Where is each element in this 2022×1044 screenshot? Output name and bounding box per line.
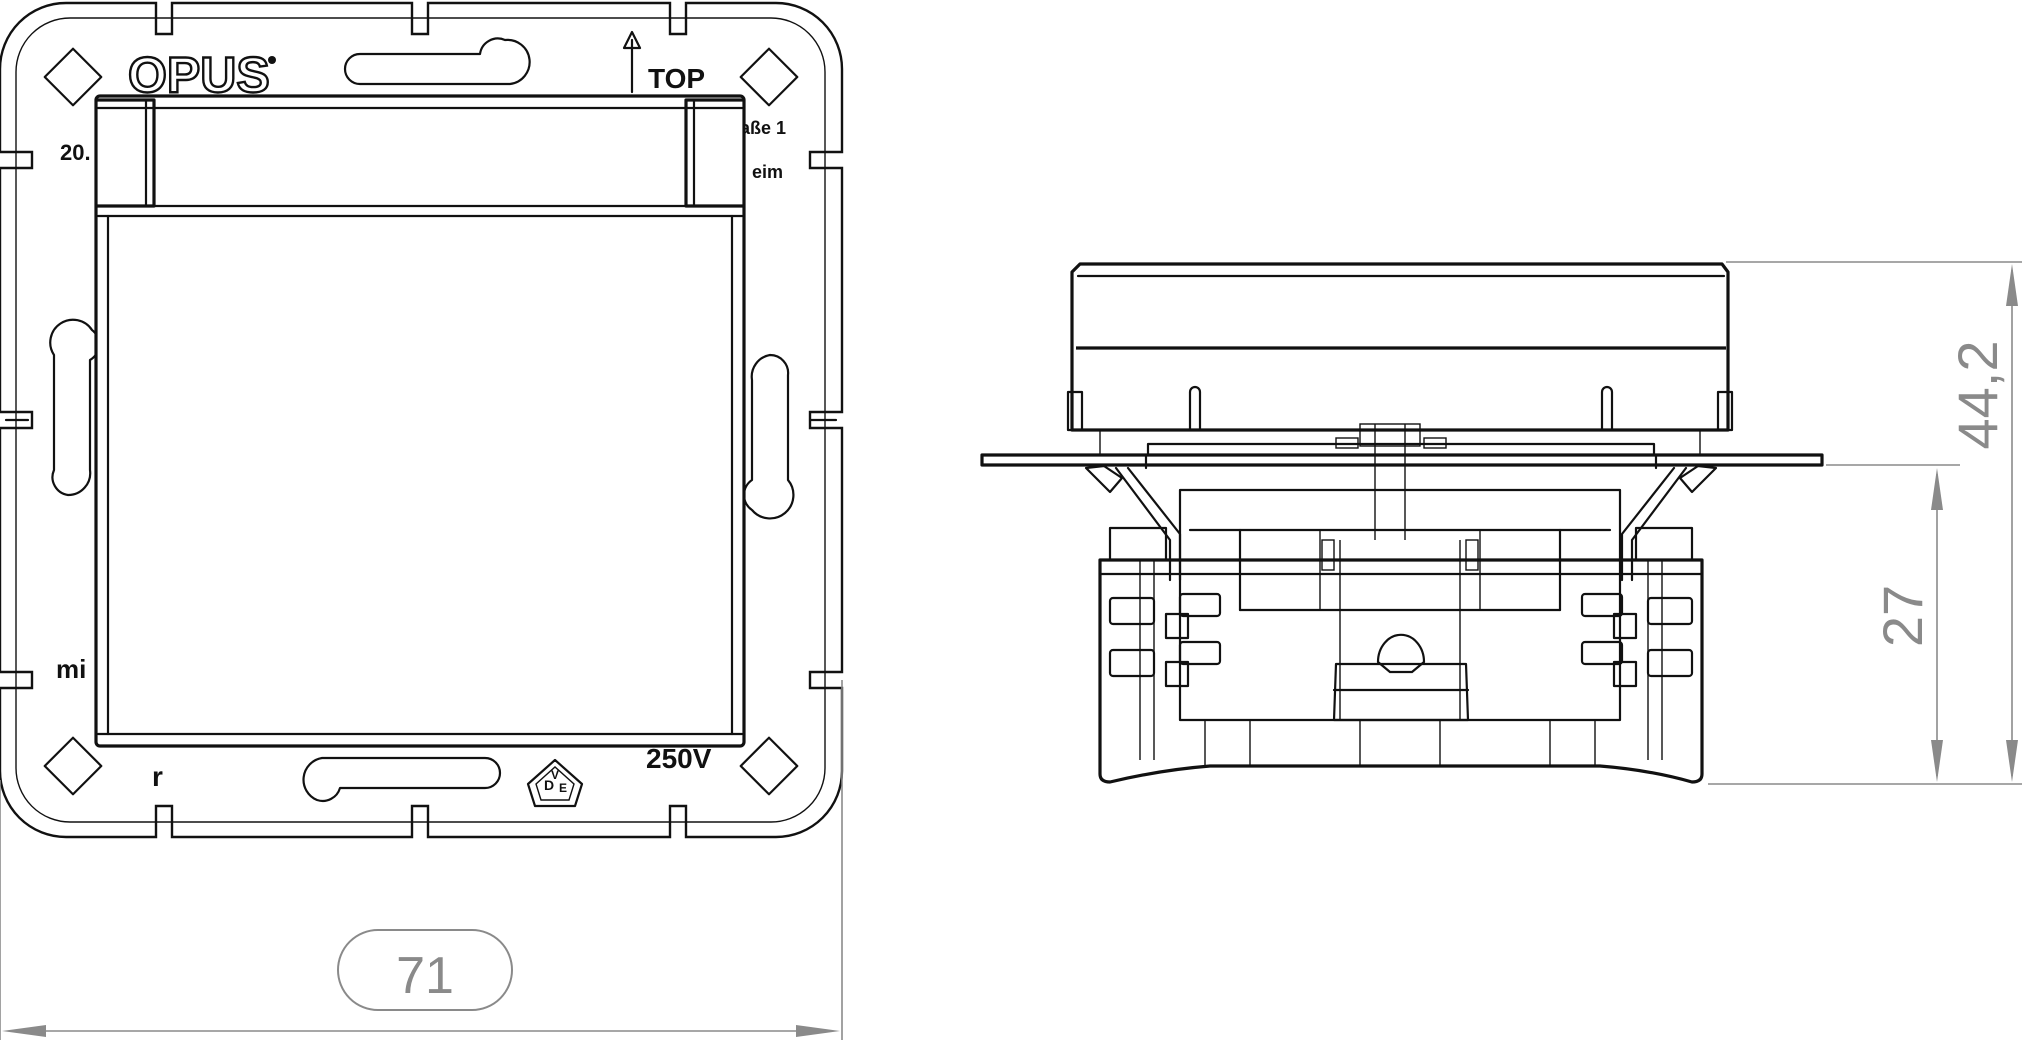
partial-text-4: mi — [56, 654, 86, 684]
width-dimension-bubble — [337, 929, 513, 1011]
depth-dimension-value: 27 — [1871, 585, 1934, 647]
hinge-left — [96, 98, 156, 208]
side-claw-right — [1678, 464, 1718, 494]
registered-mark — [268, 56, 276, 64]
corner-diamond-bl — [43, 736, 103, 796]
side-claw-left — [1084, 464, 1124, 494]
corner-diamond-br — [739, 736, 799, 796]
side-view — [980, 262, 1824, 784]
svg-text:E: E — [559, 781, 567, 795]
depth-dimension: 27 — [1826, 464, 1960, 782]
socket-cover — [94, 94, 746, 748]
height-dimension-value: 44,2 — [1946, 341, 2009, 450]
height-dimension: 44,2 — [1708, 261, 2022, 785]
side-terminals-right — [1580, 560, 1694, 760]
vde-cert-mark: D V E — [526, 758, 584, 808]
top-label: TOP — [648, 63, 705, 94]
side-terminals-left — [1108, 560, 1222, 760]
front-view: OPUS TOP 20. aße 1 eim mi r 250V D V E — [0, 1, 844, 839]
svg-text:V: V — [551, 768, 559, 782]
width-dimension: 71 — [0, 680, 843, 1040]
partial-text-2: aße 1 — [740, 118, 786, 138]
corner-diamond-tl — [43, 47, 103, 107]
side-mounting-plate — [980, 453, 1824, 467]
svg-text:D: D — [544, 777, 554, 793]
screw-slot-top — [343, 37, 531, 86]
hinge-right — [684, 98, 744, 208]
screw-slot-bottom — [302, 756, 502, 803]
partial-text-1: 20. — [60, 140, 91, 165]
width-dimension-value: 71 — [396, 947, 454, 1005]
side-insert-body — [1098, 558, 1704, 784]
side-center-key — [1376, 633, 1426, 674]
partial-text-3: eim — [752, 162, 783, 182]
partial-text-5: r — [152, 761, 163, 792]
corner-diamond-tr — [739, 47, 799, 107]
voltage-label: 250V — [646, 743, 712, 774]
